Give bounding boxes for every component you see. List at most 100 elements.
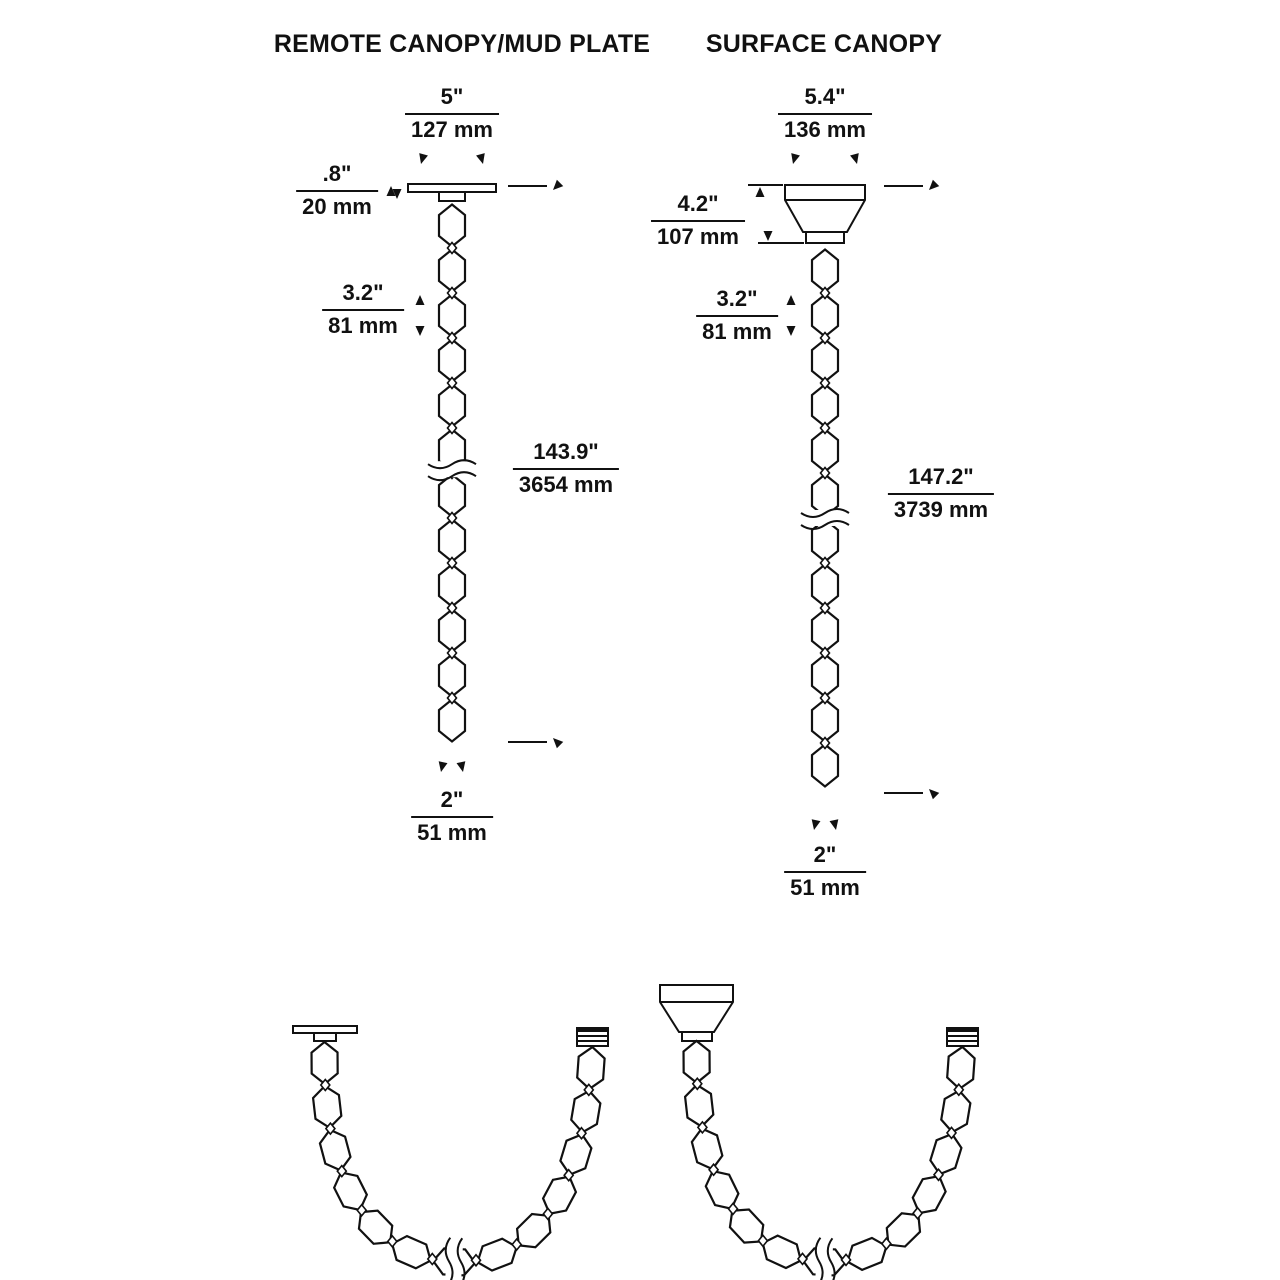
chain-link	[810, 248, 840, 293]
dim-arrow	[548, 178, 565, 195]
chain-link	[437, 203, 467, 248]
chain-link	[810, 698, 840, 743]
right-fixture-drawing	[784, 184, 866, 244]
swag-surface-canopy	[659, 984, 734, 1033]
chain-link	[810, 383, 840, 428]
chain-link	[810, 338, 840, 383]
dim-arrow	[924, 784, 941, 801]
dim-arrow	[762, 230, 774, 242]
chain-link	[316, 1125, 355, 1175]
chain-link	[437, 338, 467, 383]
chain-link	[310, 1083, 344, 1131]
dim-arrow	[785, 325, 797, 337]
dim-left-link-length: 3.2" 81 mm	[322, 280, 404, 338]
dim-left-link-width: 2" 51 mm	[411, 787, 493, 845]
chain-link	[682, 1039, 711, 1085]
dim-right-link-width: 2" 51 mm	[784, 842, 866, 900]
chain-link	[437, 653, 467, 698]
mud-plate	[407, 183, 497, 193]
dim-right-overall-length: 147.2" 3739 mm	[887, 464, 995, 522]
chain-link	[926, 1129, 966, 1180]
dim-arrow	[828, 818, 842, 832]
surface-canopy-shape	[784, 184, 866, 233]
swag-canopy-stub	[681, 1031, 713, 1042]
dimension-marks	[385, 152, 941, 832]
dim-left-plate-thickness: .8" 20 mm	[296, 161, 378, 219]
dim-inches: 2"	[784, 842, 866, 873]
dim-inches: .8"	[296, 161, 378, 192]
chain-link	[310, 1040, 339, 1086]
swag-mud-plate	[292, 1025, 358, 1034]
dim-mm: 3739 mm	[893, 496, 989, 522]
dim-arrow	[808, 818, 822, 832]
left-swag-attachments	[292, 1025, 609, 1047]
dim-mm: 81 mm	[328, 312, 398, 338]
dim-mm: 3654 mm	[518, 471, 614, 497]
dim-arrow	[414, 294, 426, 306]
chain-link	[437, 608, 467, 653]
dim-mm: 51 mm	[417, 819, 487, 845]
mud-plate-stub	[438, 191, 466, 202]
dim-arrow	[414, 325, 426, 337]
chain-link	[471, 1233, 523, 1276]
dim-arrow	[785, 294, 797, 306]
chain-link	[437, 563, 467, 608]
dim-left-top-width: 5" 127 mm	[405, 84, 499, 142]
dim-right-canopy-height: 4.2" 107 mm	[651, 191, 745, 249]
chain-link	[810, 293, 840, 338]
chain-link	[810, 608, 840, 653]
dim-arrow	[435, 760, 449, 774]
chain-link	[810, 428, 840, 473]
dim-inches: 147.2"	[887, 464, 995, 495]
dim-right-link-length: 3.2" 81 mm	[696, 286, 778, 344]
right-diagram-title: SURFACE CANOPY	[705, 30, 943, 58]
dim-inches: 5"	[405, 84, 499, 115]
dim-inches: 5.4"	[778, 84, 872, 115]
chain-link	[682, 1082, 716, 1130]
dim-mm: 136 mm	[784, 116, 866, 142]
chain-link	[688, 1124, 727, 1174]
dim-mm: 107 mm	[657, 223, 739, 249]
chain-link	[437, 248, 467, 293]
dim-left-overall-length: 143.9" 3654 mm	[512, 439, 620, 497]
chain-link	[437, 383, 467, 428]
chain-link	[437, 293, 467, 338]
chain-link	[556, 1129, 596, 1180]
dim-mm: 81 mm	[702, 318, 772, 344]
right-chain	[798, 248, 852, 788]
chain-link	[938, 1087, 974, 1136]
dim-arrow	[548, 733, 565, 750]
dim-right-top-width: 5.4" 136 mm	[778, 84, 872, 142]
dim-inches: 143.9"	[512, 439, 620, 470]
chain-link	[437, 518, 467, 563]
right-swag-attachments	[659, 984, 979, 1047]
left-diagram-title: REMOTE CANOPY/MUD PLATE	[273, 30, 651, 58]
dim-mm: 51 mm	[790, 874, 860, 900]
ceiling-hook	[576, 1027, 609, 1047]
dim-inches: 3.2"	[322, 280, 404, 311]
dim-arrow	[754, 186, 766, 198]
dim-inches: 3.2"	[696, 286, 778, 317]
chain-link	[810, 743, 840, 788]
chain-link	[810, 653, 840, 698]
dim-arrow	[415, 152, 429, 167]
chain-break-mark	[425, 459, 479, 482]
dim-arrow	[849, 152, 863, 167]
chain-link	[437, 698, 467, 743]
ceiling-hook	[946, 1027, 979, 1047]
chain-break-mark	[798, 508, 852, 530]
chain-link	[810, 563, 840, 608]
canopy-stub	[805, 231, 845, 244]
dim-inches: 4.2"	[651, 191, 745, 222]
dim-arrow	[924, 178, 941, 195]
left-swag-chain	[310, 1040, 607, 1280]
left-chain	[425, 203, 479, 743]
chain-link	[945, 1044, 977, 1091]
dim-arrow	[455, 760, 469, 774]
dim-arrow	[787, 152, 801, 167]
left-fixture-drawing	[407, 183, 497, 202]
dim-mm: 127 mm	[411, 116, 493, 142]
chain-link	[575, 1045, 607, 1091]
